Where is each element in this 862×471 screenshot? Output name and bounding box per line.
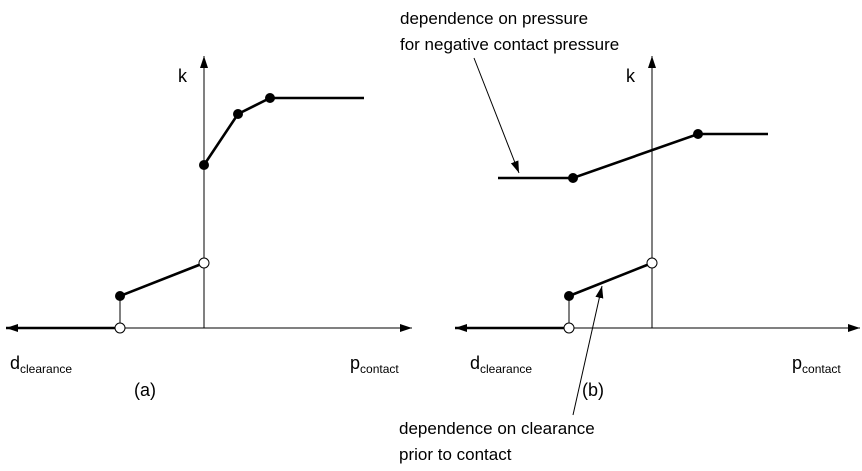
annotation-top-leader — [473, 57, 520, 174]
annotation-bottom-leader — [572, 285, 604, 416]
panel-a-filled-point-contact — [199, 160, 209, 170]
panel-a-neg-label-sub: clearance — [20, 362, 72, 376]
panel-b-clearance-segment — [568, 261, 653, 298]
panel-b-filled-point-negative — [568, 173, 578, 183]
annotation-top-line1: dependence on pressure — [400, 9, 588, 28]
panel-b-caption: (b) — [582, 380, 604, 400]
panel-a-clearance-segment — [119, 261, 205, 298]
panel-b-filled-point-clearance — [564, 291, 574, 301]
panel-a-y-label: k — [178, 66, 188, 86]
panel-a: k pcontact dclearance (a) — [6, 56, 412, 400]
panel-a-filled-point-3 — [265, 93, 275, 103]
panel-a-x-label-sub: contact — [360, 362, 399, 376]
panel-b-y-label: k — [626, 66, 636, 86]
panel-b-open-point-clearance — [563, 322, 575, 334]
panel-b-x-label-sub: contact — [802, 362, 841, 376]
panel-a-caption: (a) — [134, 380, 156, 400]
annotation-bottom-line1: dependence on clearance — [399, 419, 595, 438]
annotation-bottom-line2: prior to contact — [399, 445, 512, 464]
panel-a-filled-point-clearance — [115, 291, 125, 301]
panel-b-pressure-curve — [498, 132, 768, 180]
panel-a-neg-label: dclearance — [10, 353, 72, 376]
panel-b: k pcontact dclearance (b) dependence on … — [399, 9, 860, 464]
panel-a-open-point-contact — [198, 257, 210, 269]
panel-b-neg-label-sub: clearance — [480, 362, 532, 376]
panel-b-neg-label: dclearance — [470, 353, 532, 376]
panel-a-pressure-curve — [202, 96, 364, 166]
panel-a-open-point-clearance — [114, 322, 126, 334]
panel-b-x-label: pcontact — [792, 353, 841, 376]
panel-a-x-label: pcontact — [350, 353, 399, 376]
panel-b-open-point-contact — [646, 257, 658, 269]
panel-a-filled-point-2 — [233, 109, 243, 119]
annotation-top-line2: for negative contact pressure — [400, 35, 619, 54]
panel-b-filled-point-positive — [693, 129, 703, 139]
